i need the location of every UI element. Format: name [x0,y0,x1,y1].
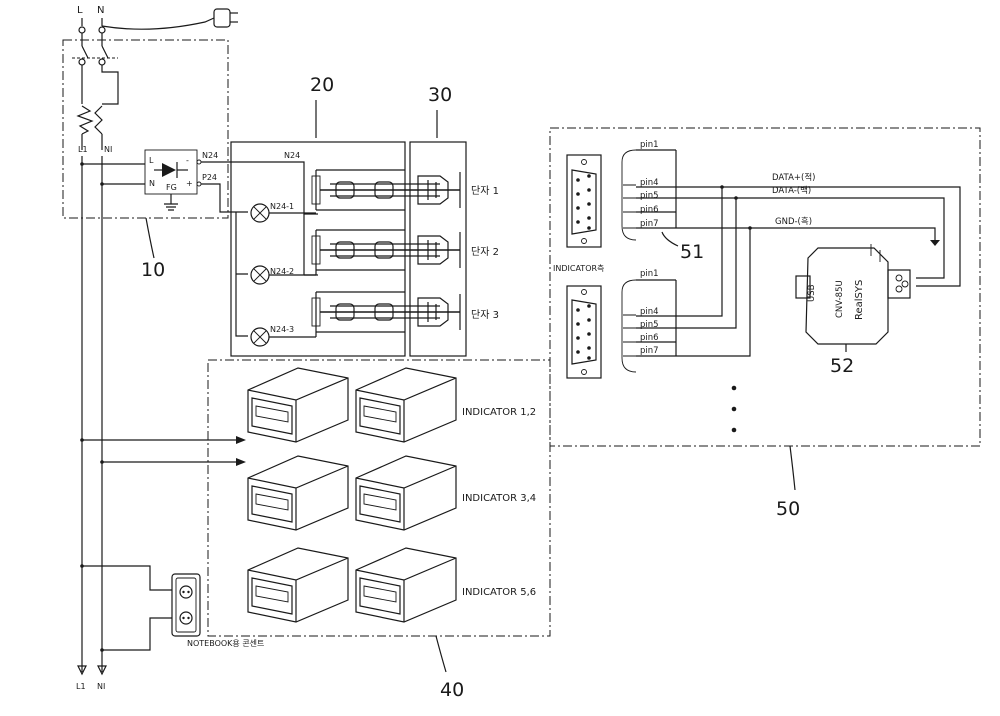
ref-20: 20 [310,74,334,96]
psu-minus: - [186,156,189,165]
data-minus-label: DATA-(백) [772,185,811,196]
indicator-box-icon [248,456,348,530]
pin-bottom-4: pin4 [640,307,659,317]
n1-label: NI [104,145,112,154]
l1-bottom-label: L1 [76,682,86,691]
ref-30: 30 [428,84,452,106]
line-label: L [77,5,83,16]
diode-icon [154,162,188,178]
pin-bottom-6: pin6 [640,333,659,343]
lamp-label-3: N24-3 [270,325,294,334]
pin-bottom-7: pin7 [640,346,659,356]
indicator-group-2: INDICATOR 3,4 [462,493,536,504]
indicator-group-1: INDICATOR 1,2 [462,407,536,418]
pin-top-7: pin7 [640,219,659,229]
power-plug-icon [214,9,238,27]
outlet-label: NOTEBOOK용 콘센트 [187,638,264,648]
power-input: L N L1 NI L1 NI [72,5,238,691]
db9-connector-top-icon [567,155,601,247]
n24-bus-label: N24 [284,151,300,160]
section-50-frame [550,128,980,446]
pin-top-6: pin6 [640,205,659,215]
ref-52: 52 [830,355,854,377]
converter-model: CNV-85U [835,280,845,318]
ellipsis-dots [732,386,737,433]
psu-p24-label: P24 [202,173,217,182]
pin-top-5: pin5 [640,191,659,201]
psu-n: N [149,179,155,188]
ref-10: 10 [141,259,165,281]
power-supply-unit: L N FG - + N24 P24 [80,150,218,210]
ref-40: 40 [440,679,464,701]
indicator-box-icon [356,548,456,622]
indicator-side-label: INDICATOR측 [553,264,604,273]
converter-brand: RealSYS [854,280,865,320]
db9-connector-bottom-icon [567,286,601,378]
power-outlet-icon [172,574,200,636]
terminal-2-label: 단자 2 [471,246,499,258]
neutral-label: N [97,5,104,16]
pin-bottom-5: pin5 [640,320,659,330]
psu-n24-label: N24 [202,151,218,160]
psu-fg: FG [166,183,177,192]
gnd-label: GND-(흑) [775,216,812,227]
n1-bottom-label: NI [97,682,105,691]
circuit-breaker-icon [72,27,118,150]
indicator-group-3: INDICATOR 5,6 [462,587,536,598]
terminal-1-label: 단자 1 [471,185,499,197]
pin-top-4: pin4 [640,178,659,188]
lamp-label-2: N24-2 [270,267,294,276]
pin-top-1: pin1 [640,140,659,150]
data-plus-label: DATA+(적) [772,172,815,183]
ref-50: 50 [776,498,800,520]
psu-plus: + [186,179,193,188]
ref-51: 51 [680,241,704,263]
lamp-label-1: N24-1 [270,202,294,211]
indicator-box-icon [356,368,456,442]
psu-l: L [149,156,154,165]
indicator-box-icon [248,368,348,442]
indicator-box-icon [248,548,348,622]
terminal-3-label: 단자 3 [471,309,499,321]
indicator-units [248,368,456,622]
pin-bottom-1: pin1 [640,269,659,279]
data-wiring [676,150,960,356]
section-10-frame [63,40,228,218]
l1-label: L1 [78,145,88,154]
section-20-frame [231,142,405,356]
connector-cables [312,170,460,337]
indicator-box-icon [356,456,456,530]
usb-label: USB [807,284,817,302]
